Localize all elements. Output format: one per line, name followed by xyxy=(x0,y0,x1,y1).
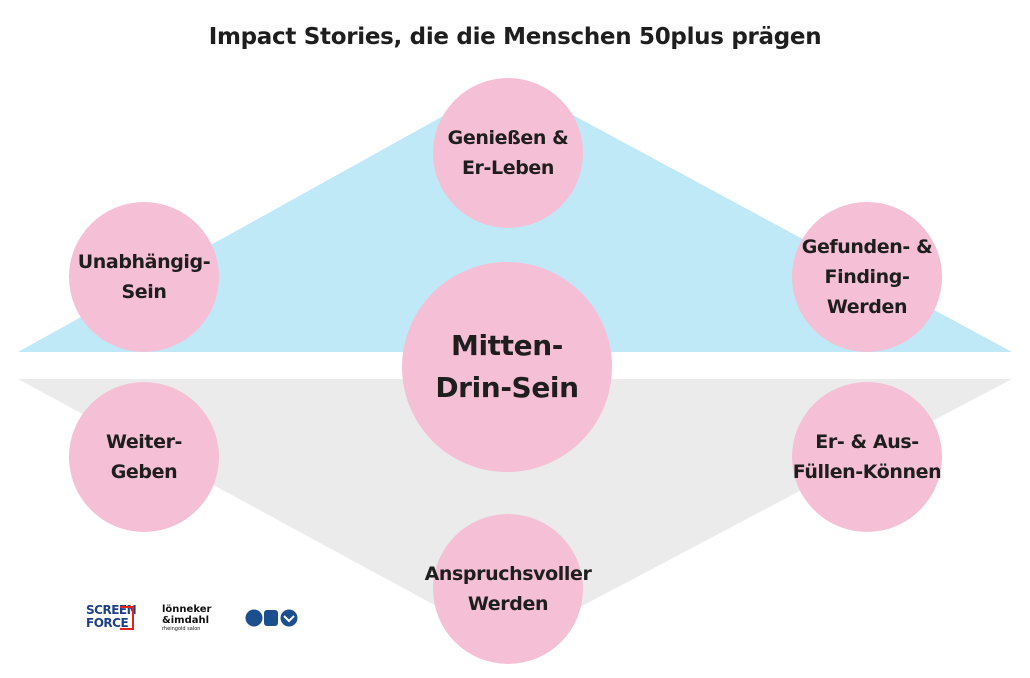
lower-triangle xyxy=(18,379,1012,645)
circle-geniessen: Genießen & Er-Leben xyxy=(433,78,583,228)
circle-label: Anspruchsvoller Werden xyxy=(424,563,592,615)
circle-label: Er- & Aus- Füllen-Können xyxy=(792,431,942,483)
screen-force-bracket-icon xyxy=(120,606,134,630)
circle-unabhaengig: Unabhängig- Sein xyxy=(69,202,219,352)
circle-label: Genießen & Er-Leben xyxy=(447,127,569,179)
diagram-title: Impact Stories, die die Menschen 50plus … xyxy=(208,24,822,50)
circle-erfuellen: Er- & Aus- Füllen-Können xyxy=(792,382,942,532)
lonneker-logo: lönneker &imdahl rheingold salon xyxy=(162,604,226,632)
cim-logo-icon xyxy=(244,608,300,632)
lonneker-sub: rheingold salon xyxy=(162,626,201,632)
circle-label: Weiter- Geben xyxy=(105,431,183,483)
circle-label: Mitten- Drin-Sein xyxy=(435,329,579,404)
screen-force-text: SCREEN FORCE xyxy=(86,603,137,630)
circle-label: Unabhängig- Sein xyxy=(77,251,211,303)
circle-gefunden: Gefunden- & Finding-Werden xyxy=(792,202,942,352)
circle-mitten-drin: Mitten- Drin-Sein xyxy=(402,262,612,472)
screen-force-logo: SCREEN FORCE xyxy=(86,604,138,630)
circle-anspruchsvoll: Anspruchsvoller Werden xyxy=(425,514,592,664)
circle-weitergeben: Weiter- Geben xyxy=(69,382,219,532)
circle-label: Gefunden- & Finding-Werden xyxy=(801,236,933,318)
lonneker-text: lönneker &imdahl xyxy=(162,604,212,626)
